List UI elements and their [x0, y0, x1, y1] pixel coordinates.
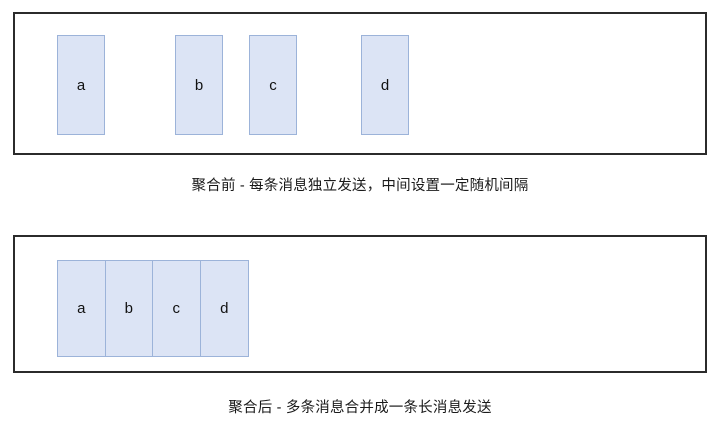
panel-after-aggregation: a b c d	[13, 235, 707, 373]
merged-cell-label: a	[77, 300, 86, 317]
merged-cell-a: a	[58, 261, 106, 356]
message-box-d: d	[361, 35, 409, 135]
merged-cell-b: b	[105, 261, 153, 356]
panel-before-aggregation: a b c d	[13, 12, 707, 155]
message-box-b: b	[175, 35, 223, 135]
merged-cell-c: c	[153, 261, 201, 356]
message-box-label: a	[76, 76, 86, 94]
merged-cell-label: d	[220, 300, 229, 317]
separate-message-group: a b c d	[15, 14, 705, 153]
merged-cell-label: c	[172, 300, 181, 317]
merged-cell-label: b	[124, 300, 133, 317]
message-box-label: b	[194, 76, 204, 94]
caption-before-aggregation: 聚合前 - 每条消息独立发送，中间设置一定随机间隔	[191, 178, 529, 194]
message-box-label: d	[380, 76, 390, 94]
message-box-label: c	[269, 76, 277, 94]
message-box-a: a	[57, 35, 105, 135]
caption-after-aggregation: 聚合后 - 多条消息合并成一条长消息发送	[228, 400, 492, 416]
message-box-c: c	[249, 35, 297, 135]
merged-message-group: a b c d	[57, 260, 249, 357]
merged-cell-d: d	[200, 261, 248, 356]
